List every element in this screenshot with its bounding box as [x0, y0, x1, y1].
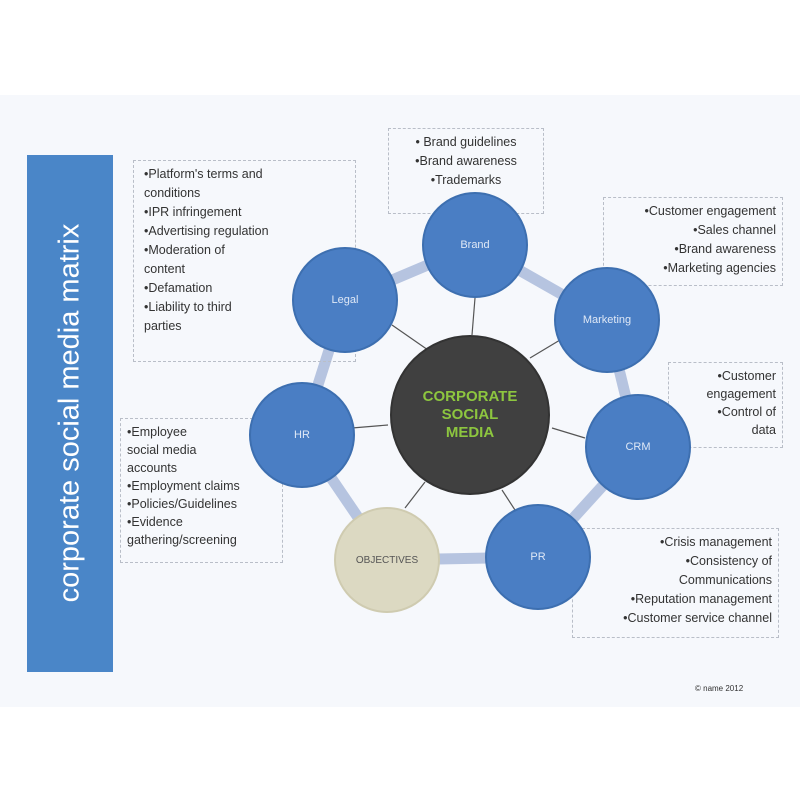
- arrow-marketing: [529, 339, 561, 359]
- legal-box: •Platform's terms and conditions •IPR inf…: [133, 160, 356, 362]
- arrow-objectives: [404, 481, 426, 509]
- crm-box: •Customer engagement •Control of data: [668, 362, 783, 448]
- brand-box: • Brand guidelines •Brand awareness •Trade…: [388, 128, 544, 214]
- list-item: gathering/screening: [127, 533, 237, 547]
- list-item: parties: [144, 319, 182, 333]
- list-item: •IPR infringement: [144, 205, 242, 219]
- copyright: © name 2012: [695, 684, 744, 693]
- list-item: •Sales channel: [693, 223, 776, 237]
- node-legal: Legal: [292, 247, 398, 353]
- arrow-legal: [391, 324, 429, 351]
- center-label: CORPORATE: [422, 388, 518, 405]
- node-crm: CRM: [585, 394, 691, 500]
- list-item: •Reputation management: [630, 592, 772, 606]
- list-item: •Evidence: [127, 515, 183, 529]
- list-item: •Employment claims: [127, 479, 240, 493]
- list-item: •Platform's terms and: [144, 167, 263, 181]
- list-item: •Crisis management: [659, 535, 772, 549]
- list-item: •Employee: [127, 425, 187, 439]
- arrow-pr: [501, 489, 516, 511]
- list-item: •Customer service channel: [623, 611, 772, 625]
- list-item: •Customer engagement: [644, 204, 776, 218]
- node-pr: PR: [485, 504, 591, 610]
- list-item: engagement: [706, 387, 776, 401]
- arrow-crm: [551, 427, 586, 439]
- list-item: •Moderation of: [144, 243, 225, 257]
- list-item: •Consistency of: [685, 554, 772, 568]
- list-item: • Brand guidelines: [415, 135, 517, 149]
- list-item: content: [144, 262, 186, 276]
- pr-box: •Crisis management •Consistency of Communi…: [572, 528, 779, 638]
- center-label: SOCIAL: [441, 406, 499, 423]
- node-hr: HR: [249, 382, 355, 488]
- list-item: •Policies/Guidelines: [127, 497, 237, 511]
- node-center: CORPORATE SOCIAL MEDIA: [390, 335, 550, 495]
- list-item: •Liability to third: [144, 300, 232, 314]
- node-brand: Brand: [422, 192, 528, 298]
- center-label: MEDIA: [445, 424, 495, 441]
- list-item: Communications: [678, 573, 772, 587]
- arrow-hr: [351, 424, 389, 429]
- list-item: •Advertising regulation: [144, 224, 269, 238]
- list-item: •Defamation: [144, 281, 213, 295]
- list-item: •Control of: [717, 405, 776, 419]
- title-bar: corporate social media matrix: [27, 155, 113, 672]
- list-item: social media: [127, 443, 197, 457]
- arrow-brand: [471, 297, 476, 336]
- list-item: •Trademarks: [430, 173, 502, 187]
- list-item: data: [751, 423, 776, 437]
- list-item: •Customer: [717, 369, 776, 383]
- node-objectives: OBJECTIVES: [334, 507, 440, 613]
- list-item: •Brand awareness: [415, 154, 517, 168]
- marketing-box: •Customer engagement •Sales channel •Brand…: [603, 197, 783, 286]
- list-item: •Brand awareness: [674, 242, 776, 256]
- hr-box: •Employee social media accounts •Employme…: [120, 418, 283, 563]
- list-item: accounts: [127, 461, 178, 475]
- list-item: •Marketing agencies: [663, 261, 776, 275]
- node-marketing: Marketing: [554, 267, 660, 373]
- list-item: conditions: [144, 186, 201, 200]
